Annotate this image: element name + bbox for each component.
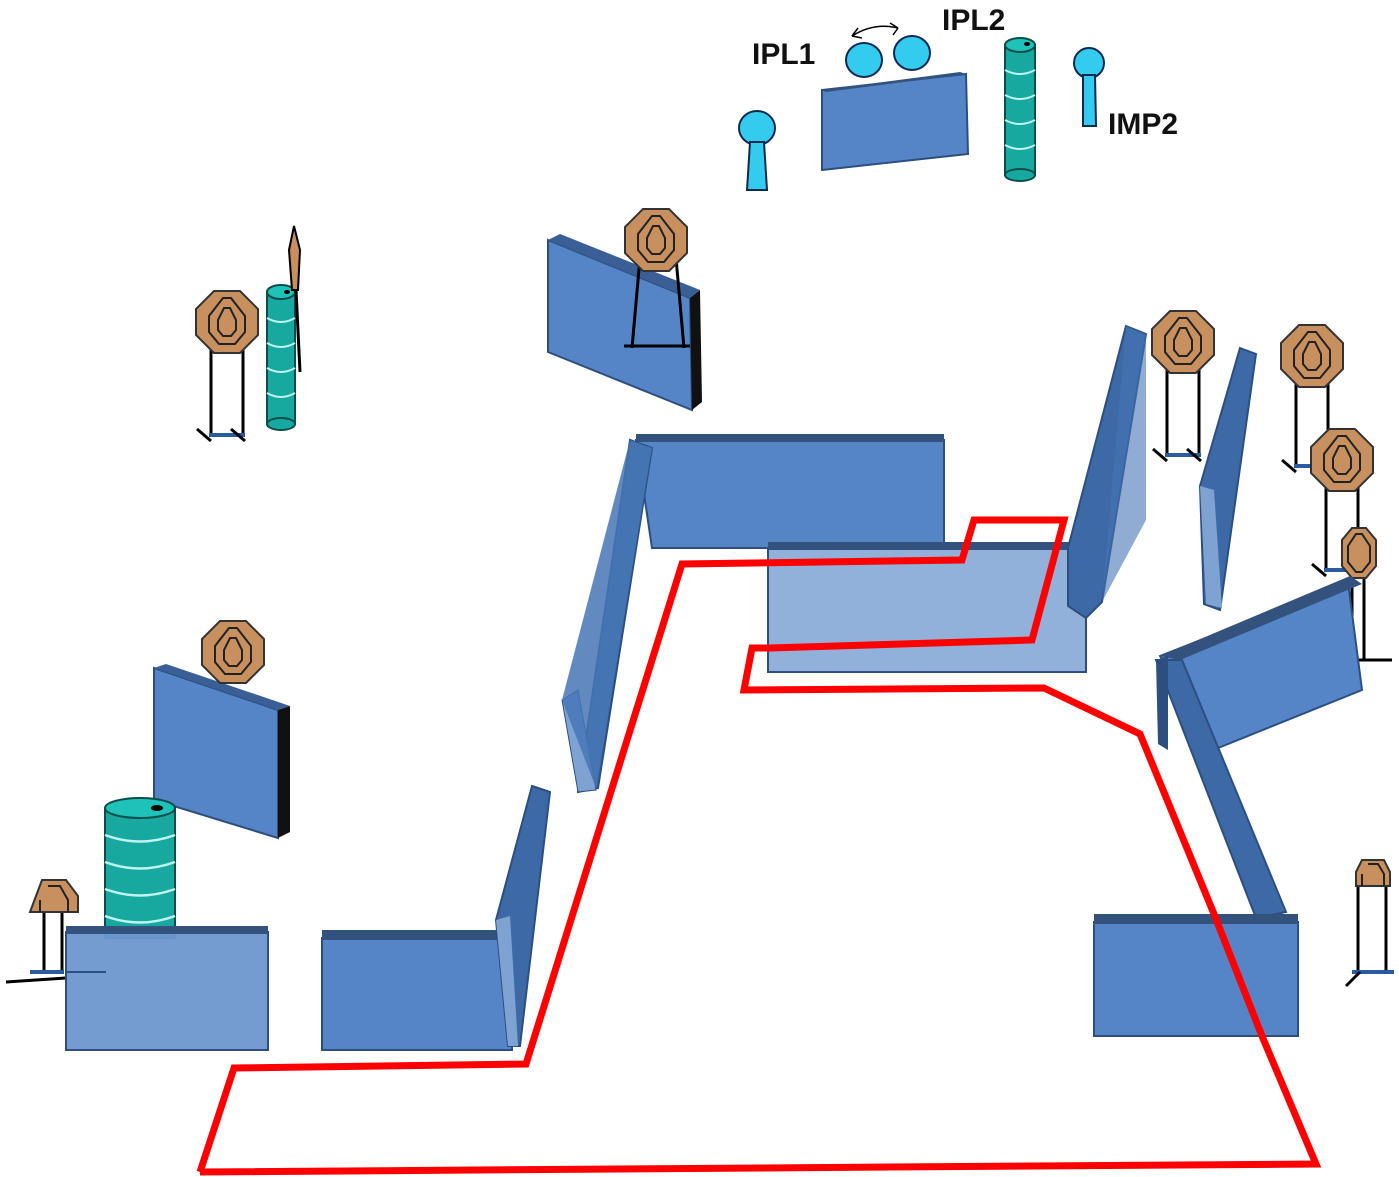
wall-bottom-middle (321, 930, 513, 1051)
wall-right-bottom (1093, 914, 1299, 1037)
wall-top-center (821, 72, 970, 172)
wall-right-tall-diagonal (1067, 324, 1148, 620)
paper-target-right-bottom-icon (1344, 859, 1394, 988)
paper-target-right-1-icon (1151, 310, 1215, 463)
label-ipl1: IPL1 (752, 38, 815, 71)
wall-left-middle (153, 664, 290, 840)
wall-left-diagonal (561, 438, 654, 794)
paper-target-center-icon (624, 208, 690, 349)
swing-arrow-icon (851, 22, 899, 39)
paper-target-upper-left-icon (195, 290, 259, 443)
wall-bottom-diagonal (494, 784, 552, 1047)
steel-plate-right-icon (893, 35, 931, 71)
steel-popper-ipl1-icon (738, 110, 776, 191)
wall-right-narrow (1198, 346, 1258, 612)
wall-back-long (634, 434, 945, 549)
shooting-area-outline (196, 516, 1322, 1176)
paper-target-left-middle-icon (201, 620, 265, 684)
steel-plate-left-icon (845, 42, 883, 78)
wall-left-bottom-translucent (65, 926, 269, 1051)
label-ipl2: IPL2 (942, 4, 1005, 37)
paper-target-lower-left-icon (5, 879, 79, 984)
wall-center-translucent (767, 542, 1087, 673)
paper-target-edge-on-icon (287, 225, 302, 373)
barrel-stack-lower-left-icon (104, 797, 176, 939)
steel-popper-imp2-icon (1073, 47, 1105, 127)
barrel-stack-upper-left-icon (266, 284, 296, 431)
barrel-stack-top-icon (1004, 37, 1036, 182)
label-imp2: IMP2 (1108, 108, 1178, 141)
wall-center-upper (547, 234, 702, 412)
wall-right-angled (1154, 576, 1364, 920)
